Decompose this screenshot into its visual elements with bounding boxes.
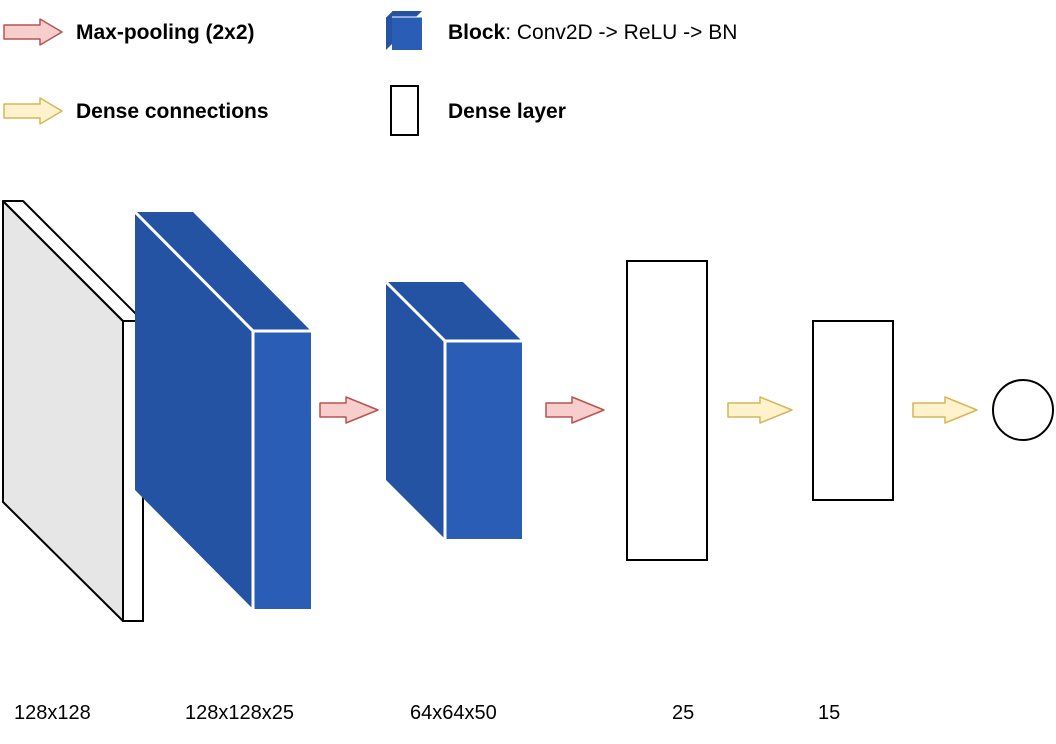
conv-block-2 [384, 280, 524, 539]
input-dimension-label: 128x128 [14, 702, 91, 724]
dense-layer-1 [626, 260, 708, 561]
maxpool-legend-arrow-icon [3, 18, 63, 46]
maxpool-arrow-1 [319, 396, 379, 424]
maxpool-legend-label: Max-pooling (2x2) [76, 21, 255, 44]
dense-connection-arrow-2 [912, 396, 978, 424]
legend: Max-pooling (2x2) Dense connections Bloc… [3, 10, 737, 136]
block1-dimension-label: 128x128x25 [185, 702, 294, 724]
dense-connection-legend-arrow-icon [3, 97, 63, 125]
dense-layer-2 [812, 320, 894, 501]
block2-dimension-label: 64x64x50 [410, 702, 497, 724]
dense-layer-legend-icon [390, 85, 419, 136]
maxpool-arrow-2 [545, 396, 605, 424]
output-node [992, 379, 1054, 441]
input-layer [2, 200, 144, 622]
dense-connection-arrow-1 [727, 396, 793, 424]
dense2-dimension-label: 15 [818, 702, 840, 724]
conv-block-1 [133, 210, 313, 609]
block-legend-label: Block: Conv2D -> ReLU -> BN [448, 21, 737, 44]
dense-layer-legend-label: Dense layer [448, 100, 566, 123]
dense1-dimension-label: 25 [672, 702, 694, 724]
block-legend-icon [385, 10, 422, 50]
dense-connection-legend-label: Dense connections [76, 100, 269, 123]
